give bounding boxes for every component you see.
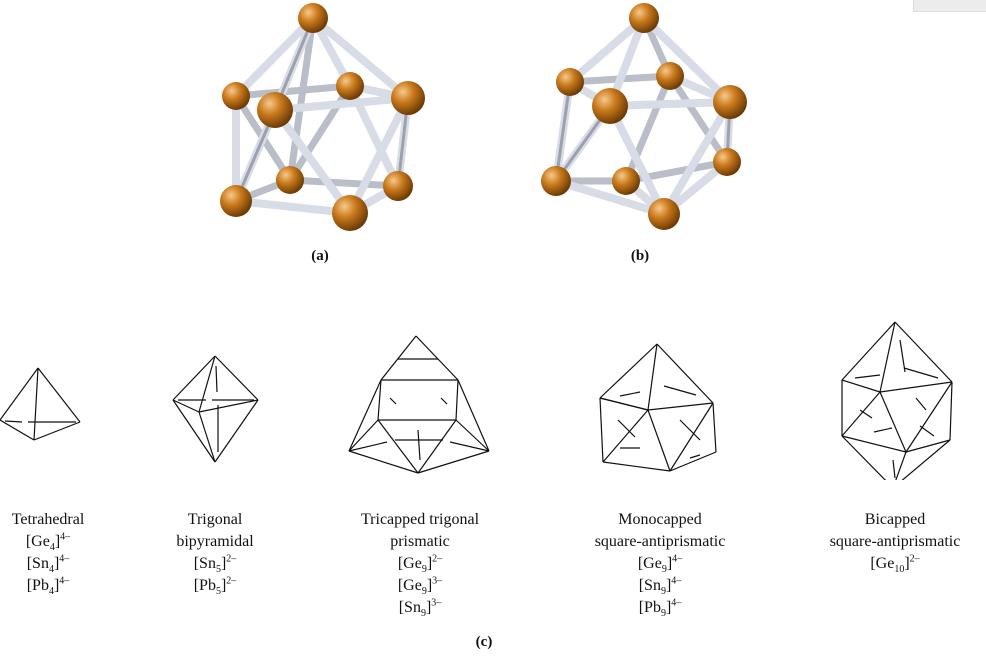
formula: [Ge9]4– [637, 553, 683, 576]
shape-name-line: Tricapped trigonal [360, 511, 480, 528]
formula: [Sn5]2– [193, 553, 237, 576]
caption-bicapped-square-antiprismatic: Bicapped square-antiprismatic [Ge10]2– [810, 509, 980, 575]
formula: [Sn4]4– [26, 553, 70, 576]
shape-name-line: Tetrahedral [11, 511, 85, 528]
shape-name-line: square-antiprismatic [594, 533, 726, 550]
formula: [Sn9]3– [398, 597, 442, 620]
formula: [Ge9]2– [397, 553, 443, 576]
formula: [Ge4]4– [25, 531, 71, 554]
formula: [Pb9]4– [638, 597, 682, 620]
shape-name-line: Bicapped [864, 511, 926, 528]
bicapped-square-antiprism-drawing [841, 321, 953, 480]
caption-trigonal-bipyramidal: Trigonal bipyramidal [Sn5]2– [Pb5]2– [155, 509, 275, 597]
corner-tab [913, 0, 986, 12]
polyhedra-drawings [0, 321, 953, 480]
cluster-model-b [541, 3, 747, 230]
formula: [Pb5]2– [193, 575, 237, 598]
formula: [Sn9]4– [638, 575, 682, 598]
shape-name-line: prismatic [390, 533, 450, 550]
shape-name-line: Monocapped [618, 511, 702, 528]
formula: [Pb4]4– [26, 575, 70, 598]
formula: [Ge9]3– [397, 575, 443, 598]
cluster-model-a [220, 3, 425, 231]
tricapped-trigonal-prism-drawing [348, 335, 490, 474]
shape-name-line: square-antiprismatic [829, 533, 961, 550]
formula: [Ge10]2– [870, 553, 920, 576]
panel-label-c: (c) [475, 634, 493, 650]
shape-name-line: bipyramidal [176, 533, 254, 550]
caption-monocapped-square-antiprismatic: Monocapped square-antiprismatic [Ge9]4– … [575, 509, 745, 619]
monocapped-square-antiprism-drawing [599, 343, 717, 472]
shape-name-line: Trigonal [187, 511, 243, 528]
panel-label-b: (b) [630, 248, 650, 264]
tetrahedron-drawing [0, 367, 81, 441]
caption-tetrahedral: Tetrahedral [Ge4]4– [Sn4]4– [Pb4]4– [0, 509, 108, 597]
caption-tricapped-trigonal-prismatic: Tricapped trigonal prismatic [Ge9]2– [Ge… [340, 509, 500, 619]
panel-label-a: (a) [311, 248, 329, 264]
trigonal-bipyramid-drawing [172, 355, 259, 463]
